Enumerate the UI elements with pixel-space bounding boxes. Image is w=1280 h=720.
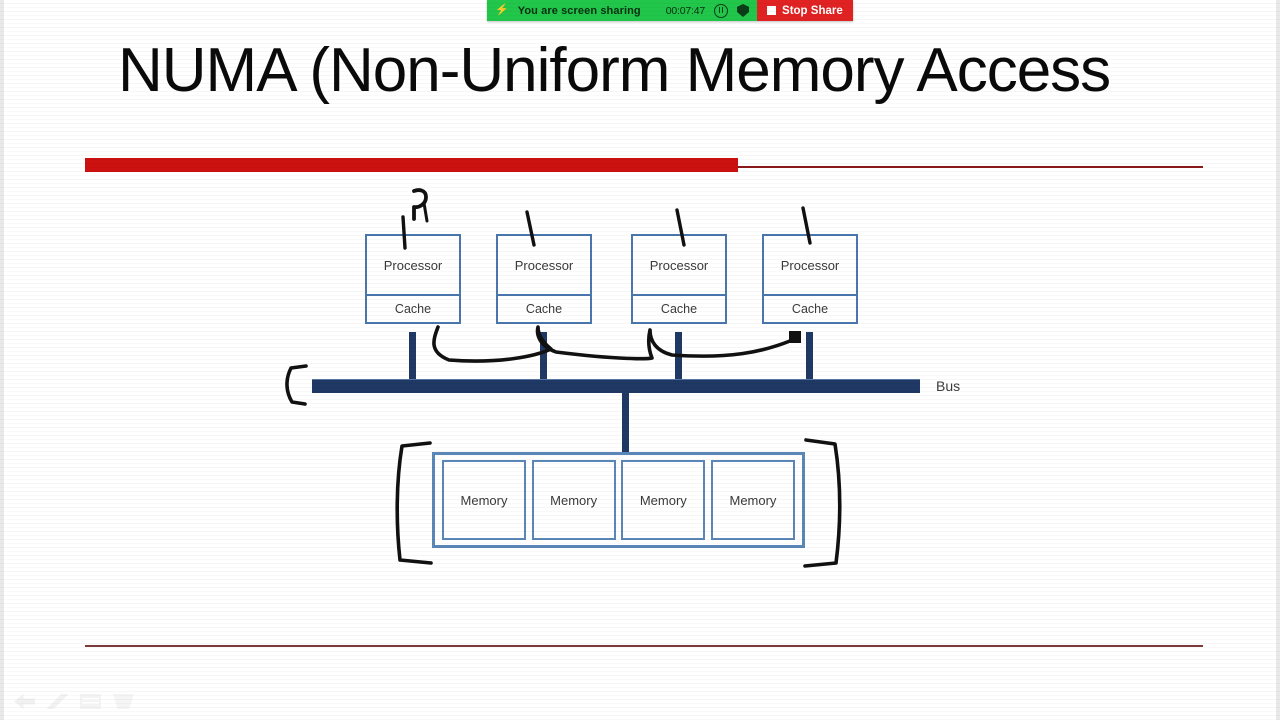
memory-label-4: Memory (729, 492, 777, 508)
cache-box-2: Cache (496, 296, 592, 324)
stop-share-button[interactable]: Stop Share (757, 0, 853, 21)
screen-share-bar: ⚡ You are screen sharing 00:07:47 Stop S… (487, 0, 853, 21)
shape-icon[interactable] (113, 694, 134, 709)
bus-drop-3 (675, 332, 682, 382)
shield-icon[interactable] (737, 4, 750, 17)
pause-circle-icon[interactable] (714, 3, 729, 18)
cache-box-4: Cache (762, 296, 858, 324)
memory-box-3: Memory (621, 460, 706, 540)
pen-cursor-dot (789, 331, 801, 343)
memory-bank: Memory Memory Memory Memory (432, 452, 805, 548)
cache-label-3: Cache (660, 302, 698, 316)
screen-share-timer: 00:07:47 (665, 4, 706, 17)
processor-label-3: Processor (649, 257, 709, 273)
page-gutter-right (1276, 0, 1280, 720)
ink-p-letter (412, 188, 428, 221)
ink-bus-bracket (285, 364, 308, 406)
memory-label-2: Memory (550, 492, 598, 508)
processor-unit-1: Processor Cache (365, 234, 461, 324)
processor-label-4: Processor (780, 257, 840, 273)
processor-box-4: Processor (762, 234, 858, 296)
page-gutter-left (0, 0, 4, 720)
processor-unit-3: Processor Cache (631, 234, 727, 324)
ink-p-subscript (422, 201, 429, 223)
memory-label-1: Memory (460, 492, 508, 508)
stop-square-icon (767, 6, 777, 15)
bus-drop-1 (409, 332, 416, 382)
bus-label: Bus (936, 378, 961, 394)
bus-drop-2 (540, 332, 547, 382)
processor-box-1: Processor (365, 234, 461, 296)
page-title: NUMA (Non-Uniform Memory Access (118, 36, 1111, 105)
footer-rule (85, 645, 1203, 647)
bus-drop-4 (806, 332, 813, 382)
pen-cursor (789, 331, 804, 346)
processor-unit-4: Processor Cache (762, 234, 858, 324)
screen-share-status: ⚡ You are screen sharing 00:07:47 (487, 0, 758, 21)
memory-drop-line (622, 392, 629, 454)
cache-label-4: Cache (791, 302, 829, 316)
system-bus (312, 379, 920, 393)
memory-box-2: Memory (531, 460, 616, 540)
screen-share-label: You are screen sharing (517, 4, 641, 17)
processor-label-2: Processor (514, 257, 574, 273)
memory-box-4: Memory (710, 460, 795, 540)
lightning-bolt-icon: ⚡ (495, 4, 509, 16)
processor-label-1: Processor (383, 257, 443, 273)
processor-box-3: Processor (631, 234, 727, 296)
pen-icon[interactable] (47, 694, 68, 709)
cache-label-2: Cache (525, 302, 563, 316)
memory-box-1: Memory (442, 460, 526, 540)
back-arrow-icon[interactable] (14, 694, 35, 709)
cache-label-1: Cache (394, 302, 432, 316)
annotation-toolbar[interactable] (14, 694, 134, 709)
title-accent-bar (85, 158, 738, 172)
stop-share-label: Stop Share (782, 4, 843, 17)
memory-label-3: Memory (639, 492, 687, 508)
processor-box-2: Processor (496, 234, 592, 296)
cache-box-3: Cache (631, 296, 727, 324)
numa-diagram: Processor Cache Processor Cache Processo… (310, 226, 975, 558)
cache-box-1: Cache (365, 296, 461, 324)
lines-icon[interactable] (80, 694, 101, 709)
processor-unit-2: Processor Cache (496, 234, 592, 324)
